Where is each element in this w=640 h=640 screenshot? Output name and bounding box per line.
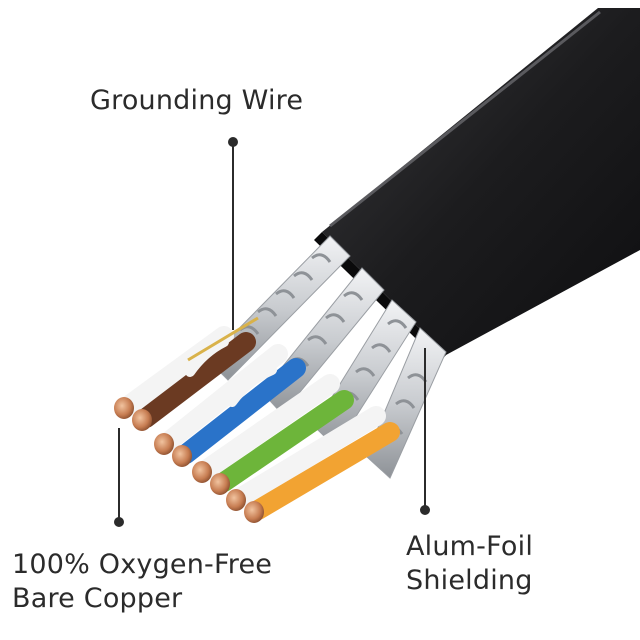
copper-label: 100% Oxygen-Free Bare Copper xyxy=(12,548,272,616)
copper-end xyxy=(154,433,174,455)
copper-end xyxy=(172,445,192,467)
twisted-pairs xyxy=(128,336,390,510)
copper-label-line2: Bare Copper xyxy=(12,582,272,616)
copper-end xyxy=(132,409,152,431)
foil-label: Alum-Foil Shielding xyxy=(406,530,533,598)
foil-label-line1: Alum-Foil xyxy=(406,530,533,564)
copper-label-line1: 100% Oxygen-Free xyxy=(12,548,272,582)
pointer-copper xyxy=(115,428,123,526)
copper-end xyxy=(210,473,230,495)
pointer-grounding-wire xyxy=(229,138,237,330)
grounding-wire-text: Grounding Wire xyxy=(90,84,303,118)
copper-end xyxy=(244,501,264,523)
copper-end xyxy=(192,461,212,483)
grounding-wire-label: Grounding Wire xyxy=(90,84,303,118)
copper-end xyxy=(226,489,246,511)
copper-end xyxy=(114,397,134,419)
foil-label-line2: Shielding xyxy=(406,564,533,598)
